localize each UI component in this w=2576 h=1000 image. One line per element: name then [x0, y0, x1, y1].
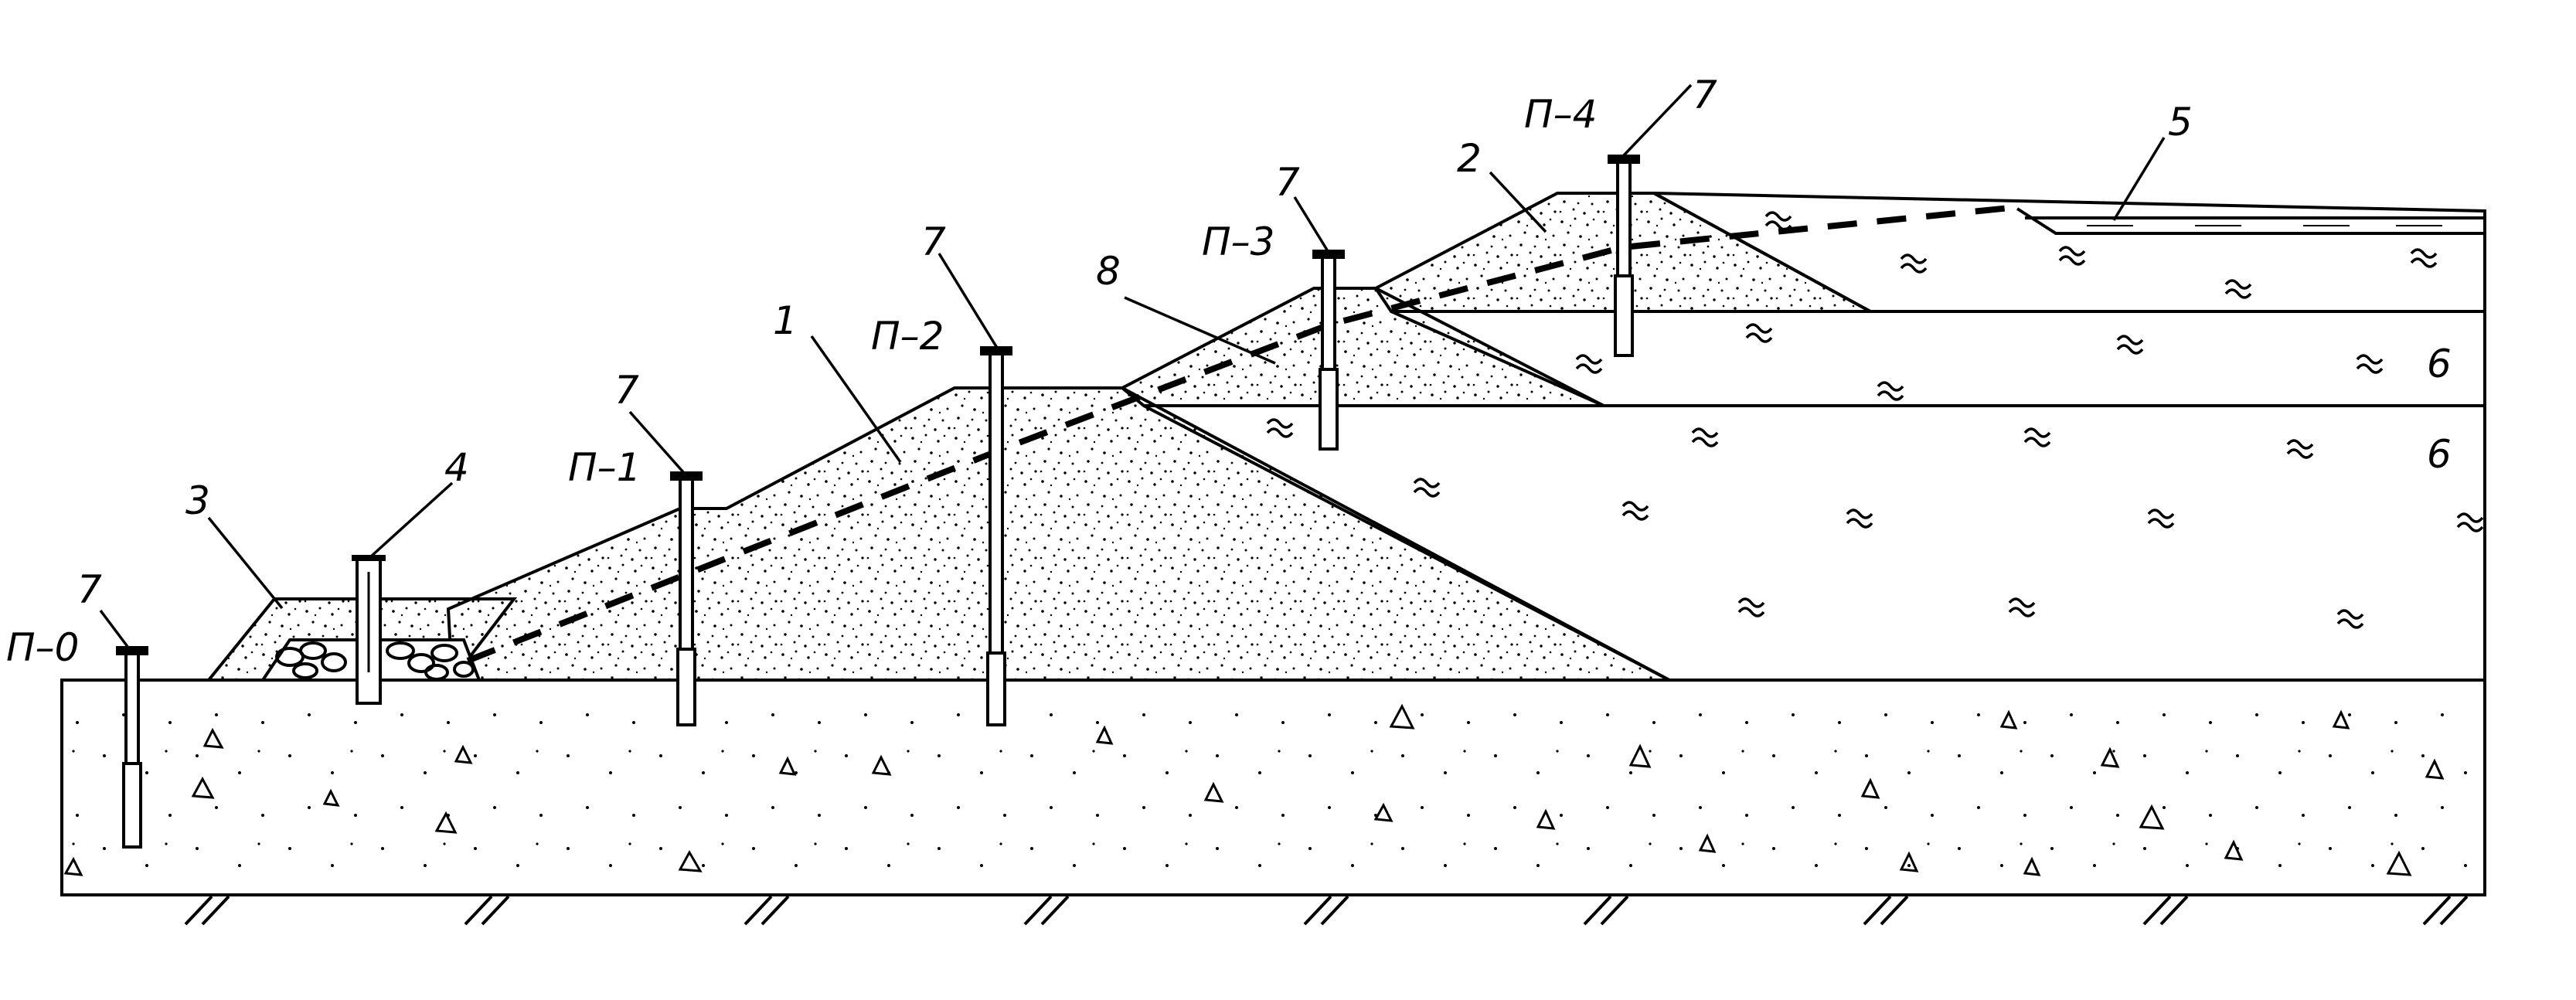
- label-7-p3: 7: [1275, 160, 1300, 205]
- tailings-symbols: [1266, 211, 2484, 629]
- drain-well: [352, 555, 386, 705]
- label-stage-8: 8: [1096, 249, 1121, 294]
- label-7-p0: 7: [77, 567, 102, 612]
- label-7-p2: 7: [921, 219, 946, 264]
- ground-hatching: [184, 895, 2469, 926]
- label-drain-well: 4: [444, 445, 469, 490]
- label-stage-1: 1: [773, 298, 798, 343]
- label-pond: 5: [2168, 100, 2193, 145]
- pond: [2016, 207, 2485, 235]
- dam-stage-1: [446, 386, 1670, 682]
- piezometer-p1: [670, 471, 703, 726]
- label-p4: П–4: [1524, 92, 1597, 137]
- foundation-layer: [60, 679, 2486, 896]
- label-toe-prism: 3: [185, 478, 210, 523]
- dam-stage-8: [1119, 287, 1604, 407]
- label-p2: П–2: [871, 314, 944, 359]
- label-tailings-lower: 6: [2427, 432, 2452, 477]
- label-tailings-upper: 6: [2427, 342, 2452, 386]
- piezometer-p4: [1608, 155, 1640, 357]
- piezometers: [116, 155, 1640, 849]
- leader-lines: [99, 83, 2166, 649]
- label-p0: П–0: [6, 625, 79, 670]
- piezometer-p0: [116, 646, 148, 849]
- label-p3: П–3: [1202, 219, 1274, 264]
- label-7-p1: 7: [614, 368, 639, 413]
- phreatic-line: [466, 204, 2018, 664]
- label-p1: П–1: [568, 445, 641, 490]
- piezometer-p3: [1312, 250, 1345, 451]
- label-stage-2: 2: [1457, 136, 1482, 181]
- labels: П–0 П–1 П–2 П–3 П–4 7 7 7 7 7 1 2 3 4 5 …: [6, 73, 2452, 670]
- label-7-p4: 7: [1693, 73, 1717, 117]
- piezometer-p2: [980, 346, 1012, 726]
